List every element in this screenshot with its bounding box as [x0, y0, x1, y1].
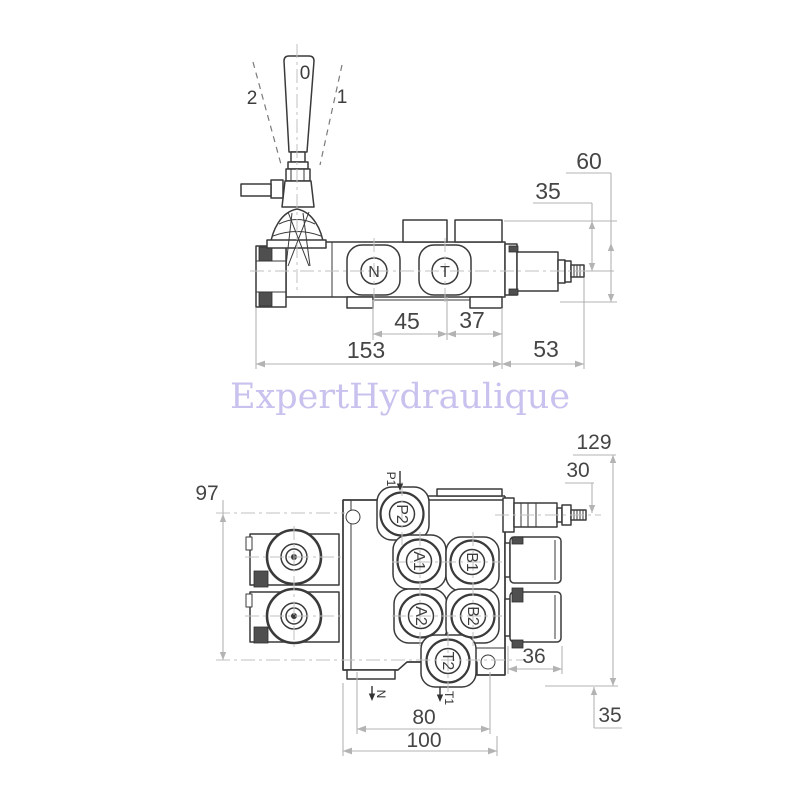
dim-port-to-end: 37: [459, 307, 485, 333]
dim-bolt-spacing: 80: [412, 706, 435, 729]
flow-label-p1: P1: [384, 472, 398, 487]
lever-travel-lines: [252, 61, 343, 169]
lever-handle: [283, 55, 315, 153]
dim-height-to-axis: 35: [535, 178, 561, 204]
handle-mount-bosses: [245, 528, 340, 645]
port-label-a1: A1: [410, 551, 427, 571]
plan-view-centerlines: [216, 482, 601, 692]
plan-view: P2 A1 B1 A2 B2 T2 P1 N T1 97: [195, 431, 622, 756]
plan-top-tab: [436, 488, 503, 497]
valve-body-side: [255, 219, 585, 309]
pivot-side-block: [270, 179, 284, 199]
dim-p2-to-t2: 97: [195, 482, 218, 505]
bottom-plate: [346, 669, 396, 680]
mounting-foot-right: [469, 296, 503, 309]
clamp-hatch-2: [253, 626, 269, 644]
lever-pivot-housing: [281, 180, 315, 208]
lever-position-lower: 2: [247, 88, 258, 109]
port-label-b1: B1: [463, 552, 480, 572]
dim-length-total: 129: [576, 431, 611, 454]
clamp-hatch-1: [253, 570, 269, 588]
port-label-p2: P2: [393, 504, 410, 524]
work-port-blocks: [504, 536, 562, 649]
left-end-cap: [255, 245, 287, 308]
port-label-t: T: [440, 264, 450, 281]
pivot-side-pin: [240, 183, 272, 197]
port-label-t2: T2: [439, 652, 456, 671]
dim-spool-stub: 30: [566, 459, 589, 482]
bolt-hole-top: [345, 509, 361, 525]
lever-position-neutral: 0: [300, 63, 311, 84]
mounting-foot-left: [346, 296, 374, 309]
port-a1: [396, 538, 442, 584]
flow-arrows: P1 N T1: [368, 471, 456, 705]
plan-view-dimensions: 97 129 30 36 35: [195, 431, 622, 756]
lever-hex-nut: [285, 168, 311, 182]
bolt-hole-bottom: [480, 654, 496, 670]
clamp-hatch-bottom: [258, 291, 273, 307]
flow-label-n: N: [374, 690, 388, 699]
linkage-cross-lines: [285, 211, 311, 267]
top-tab-right: [454, 219, 503, 243]
flow-label-t1: T1: [442, 691, 456, 705]
dim-block-width: 36: [522, 645, 545, 668]
spool-end-assembly: [504, 243, 585, 296]
side-view: 0 2 1 N T 45 37 153 53: [240, 44, 618, 369]
dim-body-width: 100: [406, 729, 441, 752]
boss-circle-lower: [265, 587, 323, 645]
lever-position-raise: 1: [337, 87, 348, 108]
dim-port-spacing: 45: [394, 308, 420, 334]
clamp-hatch-top: [258, 246, 273, 262]
dim-height-total: 60: [576, 148, 602, 174]
port-label-a2: A2: [412, 606, 429, 626]
dim-spool-extension: 53: [533, 336, 559, 362]
top-tab-left: [402, 219, 448, 243]
dim-body-length: 153: [347, 337, 385, 363]
port-label-b2: B2: [464, 606, 481, 626]
dim-t2-offset: 35: [598, 704, 621, 727]
port-label-n: N: [368, 264, 380, 281]
watermark-text: ExpertHydraulique: [230, 377, 570, 417]
side-view-dimensions: 45 37 153 53 35 60: [255, 148, 617, 369]
side-view-centerlines: [250, 44, 618, 304]
